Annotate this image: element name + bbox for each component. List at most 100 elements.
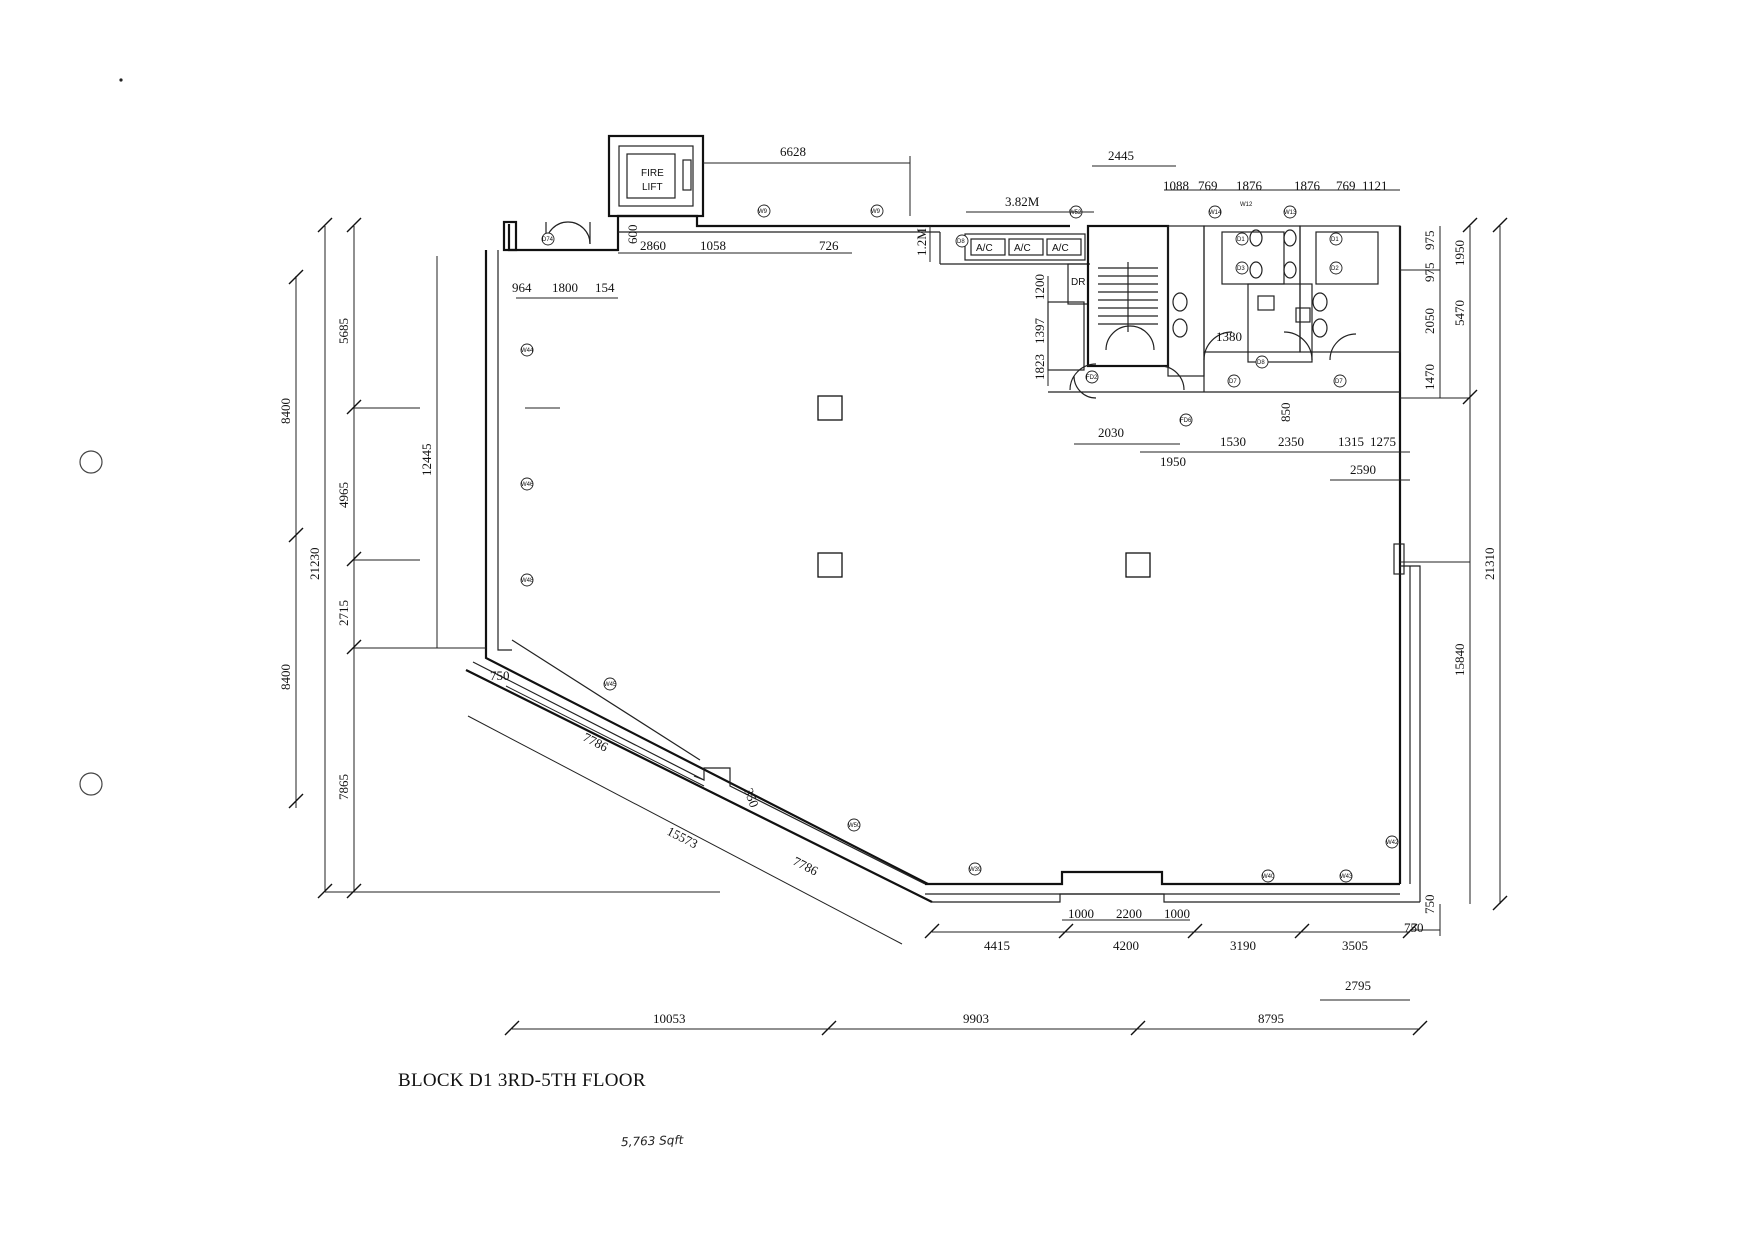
tag-w40: W40	[1261, 869, 1275, 883]
tag-w12: W12	[1240, 202, 1253, 208]
dim-top-1876b: 1876	[1294, 178, 1321, 193]
dim-top-964: 964	[512, 280, 532, 295]
dim-top-769a: 769	[1198, 178, 1218, 193]
dimension-lines	[295, 156, 1501, 1030]
svg-text:D1: D1	[1331, 237, 1339, 243]
svg-text:W48: W48	[521, 578, 534, 584]
dim-core-2590: 2590	[1350, 462, 1376, 477]
dim-bottom-750: 750	[1404, 920, 1424, 935]
dim-bottom-1000a: 1000	[1068, 906, 1094, 921]
dim-diag-750: 750	[490, 668, 510, 683]
tag-d1-a: D1	[1235, 232, 1249, 246]
svg-text:FD6: FD6	[1180, 418, 1192, 424]
svg-text:W40: W40	[1262, 874, 1275, 880]
dim-left-2715: 2715	[336, 600, 351, 626]
svg-text:W13: W13	[1284, 210, 1297, 216]
dim-core-1380: 1380	[1216, 329, 1242, 344]
dim-diag-15573: 15573	[665, 823, 701, 851]
dim-core-850: 850	[1278, 403, 1293, 423]
dim-bottom-9903: 9903	[963, 1011, 989, 1026]
dim-left-7865: 7865	[336, 774, 351, 800]
ac-unit-2	[1008, 238, 1044, 256]
dim-bottom-4415: 4415	[984, 938, 1010, 953]
dim-top-769b: 769	[1336, 178, 1356, 193]
column-2	[817, 552, 843, 578]
dim-top-726: 726	[819, 238, 839, 253]
dim-right-21310: 21310	[1482, 548, 1497, 581]
dim-top-1876a: 1876	[1236, 178, 1263, 193]
dim-top-1088: 1088	[1163, 178, 1189, 193]
drawing-title: BLOCK D1 3RD-5TH FLOOR	[398, 1070, 646, 1091]
dim-top-1800: 1800	[552, 280, 578, 295]
dim-top-600: 600	[625, 225, 640, 245]
tag-w50: W50	[847, 818, 861, 832]
tag-w9-a: W9	[757, 204, 771, 218]
dim-top-1121: 1121	[1362, 178, 1388, 193]
dim-diag-7786a: 7786	[581, 729, 611, 754]
punch-hole-bottom	[79, 772, 103, 796]
dim-top-2860: 2860	[640, 238, 666, 253]
dr-label: DR	[1071, 277, 1085, 288]
fire-lift-label-1: FIRE	[641, 168, 664, 179]
dim-left-5685: 5685	[336, 318, 351, 344]
dim-top-154: 154	[595, 280, 615, 295]
dim-bottom-2795: 2795	[1345, 978, 1371, 993]
svg-text:D3: D3	[1237, 266, 1245, 272]
svg-text:D8: D8	[957, 239, 965, 245]
svg-text:W52: W52	[1069, 210, 1082, 216]
svg-text:W39: W39	[969, 867, 982, 873]
dim-right-15840: 15840	[1452, 644, 1467, 677]
dim-bottom-8795: 8795	[1258, 1011, 1284, 1026]
tag-d7-b: D7	[1333, 374, 1347, 388]
dim-core-1315: 1315	[1338, 434, 1364, 449]
dim-core-2030: 2030	[1098, 425, 1124, 440]
dim-right-750: 750	[1422, 895, 1437, 915]
dim-bottom-4200: 4200	[1113, 938, 1139, 953]
tag-d74: D74	[541, 232, 555, 246]
dim-right-5470: 5470	[1452, 300, 1467, 326]
svg-text:W43: W43	[1340, 874, 1353, 880]
dim-bottom-1000b: 1000	[1164, 906, 1190, 921]
svg-text:D7: D7	[1335, 379, 1343, 385]
exterior-walls	[465, 214, 1421, 903]
svg-text:W12: W12	[1240, 202, 1253, 208]
dimension-ticks	[288, 217, 1508, 1036]
dim-diag-7786b: 7786	[791, 853, 821, 878]
dim-top-6628: 6628	[780, 144, 806, 159]
tag-d7-a: D7	[1227, 374, 1241, 388]
dim-top-2445: 2445	[1108, 148, 1134, 163]
dim-bottom-3190: 3190	[1230, 938, 1256, 953]
dim-core-1397: 1397	[1032, 318, 1047, 345]
tag-d8: D8	[955, 234, 969, 248]
svg-text:D2: D2	[1331, 266, 1339, 272]
ac-unit-3	[1046, 238, 1082, 256]
svg-text:D7: D7	[1229, 379, 1237, 385]
dim-left-8400-bottom: 8400	[278, 664, 293, 690]
fire-lift-label-2: LIFT	[642, 182, 663, 193]
column-3	[1125, 552, 1151, 578]
fire-lift: FIRE LIFT	[607, 134, 705, 218]
tag-d3: D3	[1235, 261, 1249, 275]
dim-right-975b: 975	[1422, 263, 1437, 283]
dim-core-1530: 1530	[1220, 434, 1246, 449]
tag-w42: W42	[1385, 835, 1399, 849]
tag-w14: W14	[1208, 205, 1222, 219]
dim-bottom-2200: 2200	[1116, 906, 1142, 921]
scan-speck	[119, 78, 123, 82]
tag-w39: W39	[968, 862, 982, 876]
dim-core-1200: 1200	[1032, 274, 1047, 300]
tag-w13: W13	[1283, 205, 1297, 219]
tag-fd2: FD2	[1085, 370, 1099, 384]
ac-label-3: A/C	[1052, 243, 1069, 254]
stair-treads	[1098, 262, 1158, 332]
tag-d8-b: D8	[1255, 355, 1269, 369]
svg-text:W46: W46	[521, 482, 534, 488]
dim-left-21230: 21230	[307, 548, 322, 581]
dim-bottom-10053: 10053	[653, 1011, 686, 1026]
svg-text:W44: W44	[521, 348, 534, 354]
svg-text:W42: W42	[1386, 840, 1399, 846]
ac-unit-1	[970, 238, 1006, 256]
tag-w46: W46	[520, 477, 534, 491]
column-1	[817, 395, 843, 421]
